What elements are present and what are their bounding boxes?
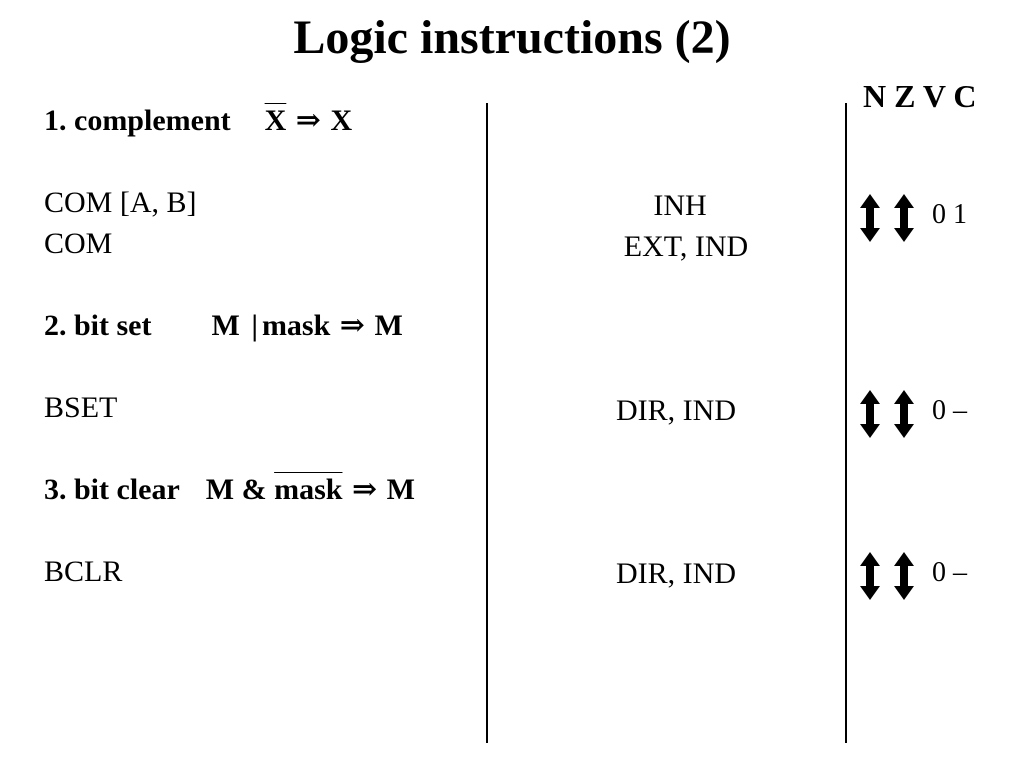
section-heading-bit-set: 2. bit set M |mask ⇒ M	[44, 308, 403, 344]
page-title: Logic instructions (2)	[293, 11, 731, 64]
implies-symbol: ⇒	[339, 309, 365, 342]
up-down-arrow-icon	[858, 552, 920, 600]
column-divider-left	[486, 103, 488, 743]
addressing-mode-dir-ind: DIR, IND	[616, 557, 736, 590]
flag-values-vc: 0 1	[932, 199, 967, 230]
section-heading-bit-clear: 3. bit clear M & mask ⇒ M	[44, 472, 415, 508]
implies-symbol: ⇒	[295, 104, 321, 137]
memory-operand: M &	[205, 473, 267, 506]
addressing-mode-inh: INH	[653, 189, 707, 222]
addressing-mode-dir-ind: DIR, IND	[616, 394, 736, 427]
heading-label: 2. bit set	[44, 309, 152, 342]
mask-operand-complement: mask	[274, 473, 343, 506]
implies-symbol: ⇒	[351, 473, 378, 506]
complement-operand: X	[264, 104, 287, 137]
flag-values-vc: 0 –	[932, 557, 967, 588]
addressing-mode-ext-ind: EXT, IND	[623, 230, 749, 263]
column-divider-right	[845, 103, 847, 743]
instruction-bset: BSET	[44, 391, 118, 424]
section-heading-complement: 1. complement X ⇒ X	[44, 103, 352, 139]
result-operand: M	[386, 473, 415, 506]
heading-label: 3. bit clear	[44, 473, 180, 506]
memory-operand: M	[211, 309, 240, 342]
mask-operand: mask	[261, 309, 331, 342]
heading-label: 1. complement	[44, 104, 231, 137]
instruction-com: COM	[44, 227, 113, 260]
up-down-arrow-icon	[858, 194, 920, 242]
instruction-bclr: BCLR	[44, 555, 123, 588]
flag-values-vc: 0 –	[932, 395, 967, 426]
instruction-com-ab: COM [A, B]	[44, 186, 197, 219]
flags-header: N Z V C	[863, 78, 977, 114]
result-operand: M	[374, 309, 403, 342]
result-operand: X	[330, 104, 353, 137]
or-operator: |	[251, 309, 258, 342]
up-down-arrow-icon	[858, 390, 920, 438]
